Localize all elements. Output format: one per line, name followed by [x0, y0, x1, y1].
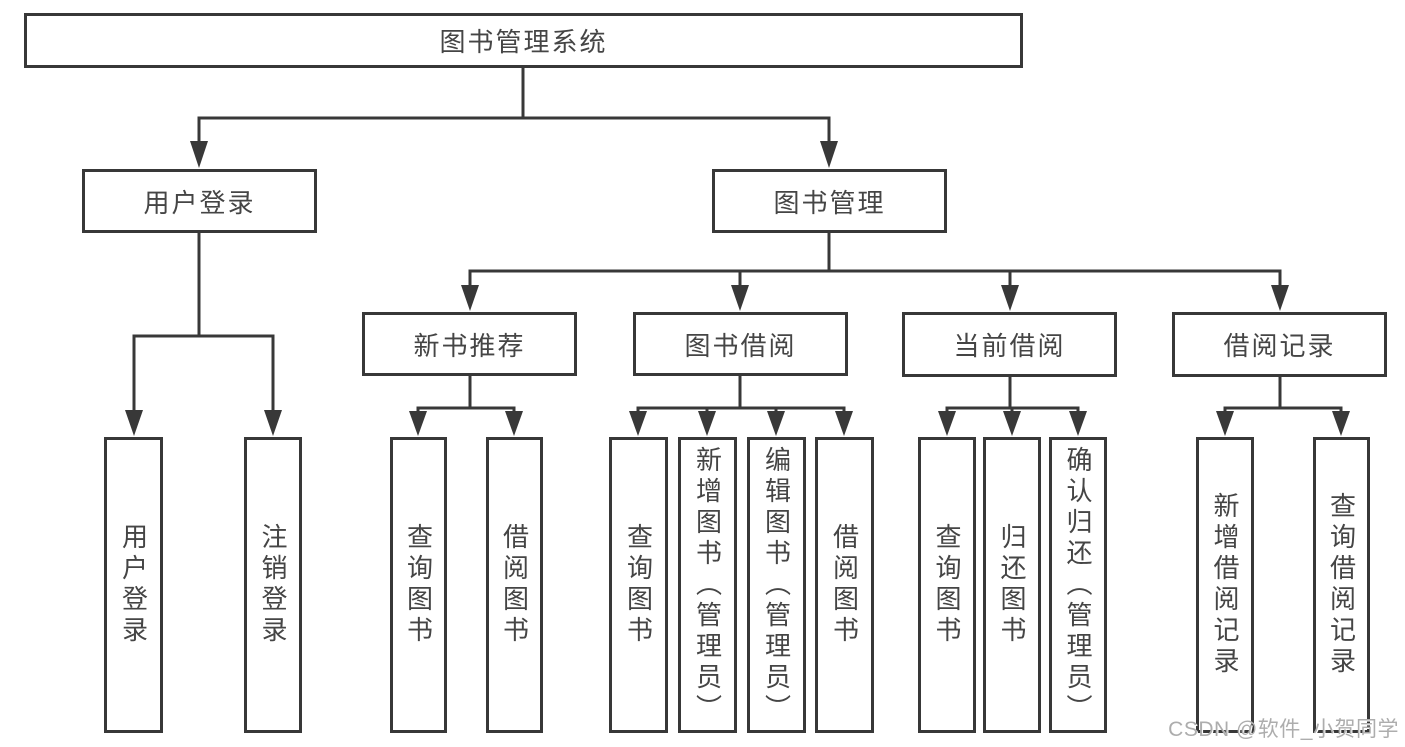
leaf-label: 借阅图书 — [829, 523, 860, 647]
leaf-label: 查询图书 — [623, 523, 654, 647]
node-new-book-recommend: 新书推荐 — [362, 312, 577, 376]
arrowheads — [125, 141, 1350, 436]
leaf-edit-book-admin: 编辑图书（管理员） — [747, 437, 806, 733]
leaf-label: 用户登录 — [118, 523, 149, 647]
leaf-query-books-current: 查询图书 — [918, 437, 976, 733]
leaf-label: 编辑图书（管理员） — [761, 445, 792, 725]
leaf-label: 新增借阅记录 — [1210, 492, 1240, 678]
leaf-label: 注销登录 — [258, 523, 288, 647]
leaf-label: 查询图书 — [932, 523, 962, 647]
leaf-add-borrow-record: 新增借阅记录 — [1196, 437, 1254, 733]
leaf-query-borrow-record: 查询借阅记录 — [1313, 437, 1370, 733]
leaf-add-book-admin: 新增图书（管理员） — [678, 437, 737, 733]
node-book-management: 图书管理 — [712, 169, 947, 233]
node-current-borrowing: 当前借阅 — [902, 312, 1117, 377]
node-user-login: 用户登录 — [82, 169, 317, 233]
leaf-label: 查询图书 — [403, 523, 434, 647]
leaf-confirm-return-admin: 确认归还（管理员） — [1049, 437, 1107, 733]
leaf-query-books-recommend: 查询图书 — [390, 437, 447, 733]
leaf-query-books-borrowing: 查询图书 — [609, 437, 668, 733]
csdn-watermark: CSDN @软件_小贺同学 — [1168, 718, 1399, 741]
leaf-logout: 注销登录 — [244, 437, 302, 733]
leaf-user-login: 用户登录 — [104, 437, 163, 733]
leaf-label: 确认归还（管理员） — [1063, 445, 1093, 725]
leaf-return-book: 归还图书 — [983, 437, 1041, 733]
leaf-label: 新增图书（管理员） — [692, 445, 723, 725]
node-borrowing-records: 借阅记录 — [1172, 312, 1387, 377]
leaf-borrow-books-borrowing: 借阅图书 — [815, 437, 874, 733]
node-book-borrowing: 图书借阅 — [633, 312, 848, 376]
leaf-label: 归还图书 — [997, 523, 1027, 647]
leaf-label: 借阅图书 — [499, 523, 530, 647]
leaf-borrow-books-recommend: 借阅图书 — [486, 437, 543, 733]
node-library-management-system: 图书管理系统 — [24, 13, 1023, 68]
leaf-label: 查询借阅记录 — [1326, 492, 1357, 678]
